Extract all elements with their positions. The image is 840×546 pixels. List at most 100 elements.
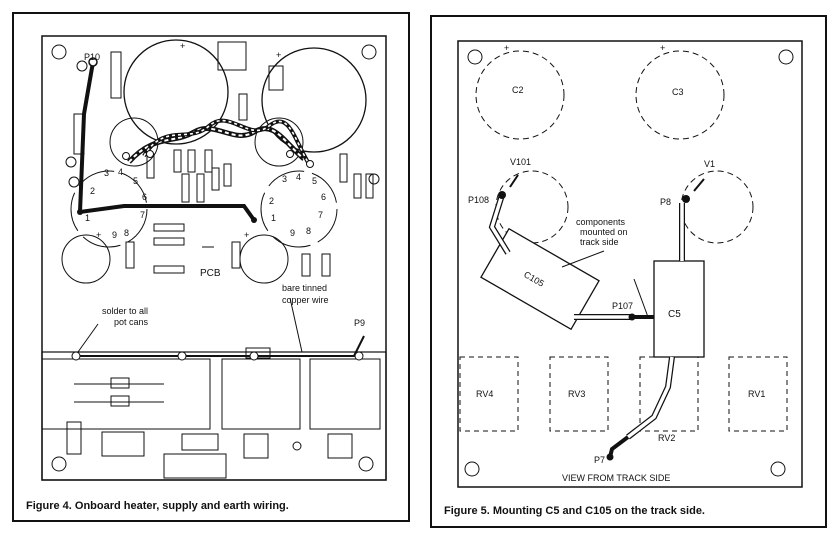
label-p9: P9	[354, 318, 365, 328]
pin-p108	[498, 191, 506, 199]
valve-base-right	[260, 170, 338, 248]
pin-label: 1	[85, 213, 90, 223]
mounting-hole	[51, 44, 67, 60]
drawing-stroke	[110, 377, 130, 389]
pin-label: 3	[282, 174, 287, 184]
drawing-stroke	[480, 227, 600, 331]
label-rv1: RV1	[748, 389, 765, 399]
label-p7: P7	[594, 455, 605, 465]
note-wire-1: bare tinned	[282, 283, 327, 293]
drawing-stroke	[163, 453, 227, 479]
drawing-stroke	[354, 351, 364, 361]
figure-5-panel: C2 C3 V101 V1 P108 P8 P107 P7 C105 C5 RV…	[430, 15, 827, 528]
label-pcb: PCB	[200, 268, 221, 279]
drawing-stroke	[76, 60, 88, 72]
drawing-stroke	[71, 351, 81, 361]
drawing-stroke	[110, 395, 130, 407]
drawing-stroke	[260, 170, 338, 248]
label-p10: P10	[84, 52, 100, 62]
drawing-stroke	[306, 160, 314, 168]
capacitor-c105	[480, 227, 600, 331]
drawing-stroke	[196, 173, 205, 203]
drawing-stroke	[626, 356, 674, 439]
mounting-hole	[51, 456, 67, 472]
figure-4-panel: P10 P9 PCB solder to all pot cans bare t…	[12, 12, 410, 522]
drawing-stroke	[301, 253, 311, 277]
drawing-stroke	[292, 441, 302, 451]
label-view: VIEW FROM TRACK SIDE	[562, 473, 670, 483]
regulator	[217, 41, 247, 71]
label-rv2: RV2	[658, 433, 675, 443]
pin-label: 9	[290, 228, 295, 238]
drawing-stroke	[65, 156, 77, 168]
mounting-hole	[778, 49, 794, 65]
valve-base-left	[70, 170, 148, 248]
drawing-stroke	[125, 241, 135, 269]
drawing-stroke	[204, 149, 213, 173]
drawing-stroke	[77, 323, 99, 353]
drawing-stroke	[368, 173, 380, 185]
drawing-stroke	[221, 358, 301, 430]
pin-label: 2	[269, 196, 274, 206]
label-v1: V1	[704, 159, 715, 169]
drawing-stroke	[187, 149, 196, 173]
plus-mark: +	[244, 230, 249, 240]
pin-p10	[88, 57, 98, 67]
drawing-stroke	[490, 194, 510, 254]
drawing-stroke	[153, 223, 185, 232]
pcb-outline	[41, 35, 387, 481]
pot-bank	[41, 351, 387, 481]
label-rv4: RV4	[476, 389, 493, 399]
plus-mark: +	[660, 43, 665, 53]
drawing-stroke	[173, 149, 182, 173]
drawing-stroke	[289, 297, 303, 353]
label-v101: V101	[510, 157, 531, 167]
plus-mark: +	[504, 43, 509, 53]
drawing-stroke	[365, 173, 374, 199]
drawing-stroke	[321, 253, 331, 277]
drawing-stroke	[70, 170, 148, 248]
drawing-stroke	[122, 152, 130, 160]
drawing-stroke	[249, 351, 259, 361]
mounting-hole	[467, 49, 483, 65]
drawing-stroke	[286, 150, 294, 158]
earth-wire	[76, 335, 365, 357]
drawing-stroke	[66, 421, 82, 455]
pin-label: 6	[321, 192, 326, 202]
drawing-stroke	[633, 278, 649, 318]
pin-label: 7	[318, 210, 323, 220]
pot-rv3-outline	[549, 356, 609, 432]
mounting-hole	[361, 44, 377, 60]
drawing-stroke	[153, 265, 185, 274]
mounting-hole	[464, 461, 480, 477]
note-solder-1: solder to all	[102, 306, 148, 316]
plus-mark: +	[96, 230, 101, 240]
note-line-2: mounted on	[580, 227, 628, 237]
drawing-stroke	[327, 433, 353, 459]
pin-label: 2	[90, 186, 95, 196]
figure-5-diagram: C2 C3 V101 V1 P108 P8 P107 P7 C105 C5 RV…	[457, 40, 803, 488]
note-line-3: track side	[580, 237, 619, 247]
heater-twisted-pair	[127, 126, 306, 164]
label-p107: P107	[612, 301, 633, 311]
drawing-stroke	[353, 173, 362, 199]
label-p8: P8	[660, 197, 671, 207]
drawing-stroke	[223, 163, 232, 187]
pin-label: 5	[133, 176, 138, 186]
drawing-stroke	[181, 433, 219, 451]
plus-mark: +	[276, 50, 281, 60]
capacitor-large	[123, 39, 229, 145]
pin-label: 4	[118, 167, 123, 177]
component	[268, 65, 284, 91]
pin-label: 6	[142, 192, 147, 202]
drawing-stroke	[181, 173, 190, 203]
note-line-1: components	[576, 217, 626, 227]
label-rv3: RV3	[568, 389, 585, 399]
label-c3: C3	[672, 87, 684, 97]
capacitor-c3-outline	[635, 50, 725, 140]
pot-rv1-outline	[728, 356, 788, 432]
note-solder-2: pot cans	[114, 317, 149, 327]
board-outline	[457, 40, 803, 488]
label-c5: C5	[668, 309, 681, 320]
drawing-stroke	[509, 174, 519, 188]
